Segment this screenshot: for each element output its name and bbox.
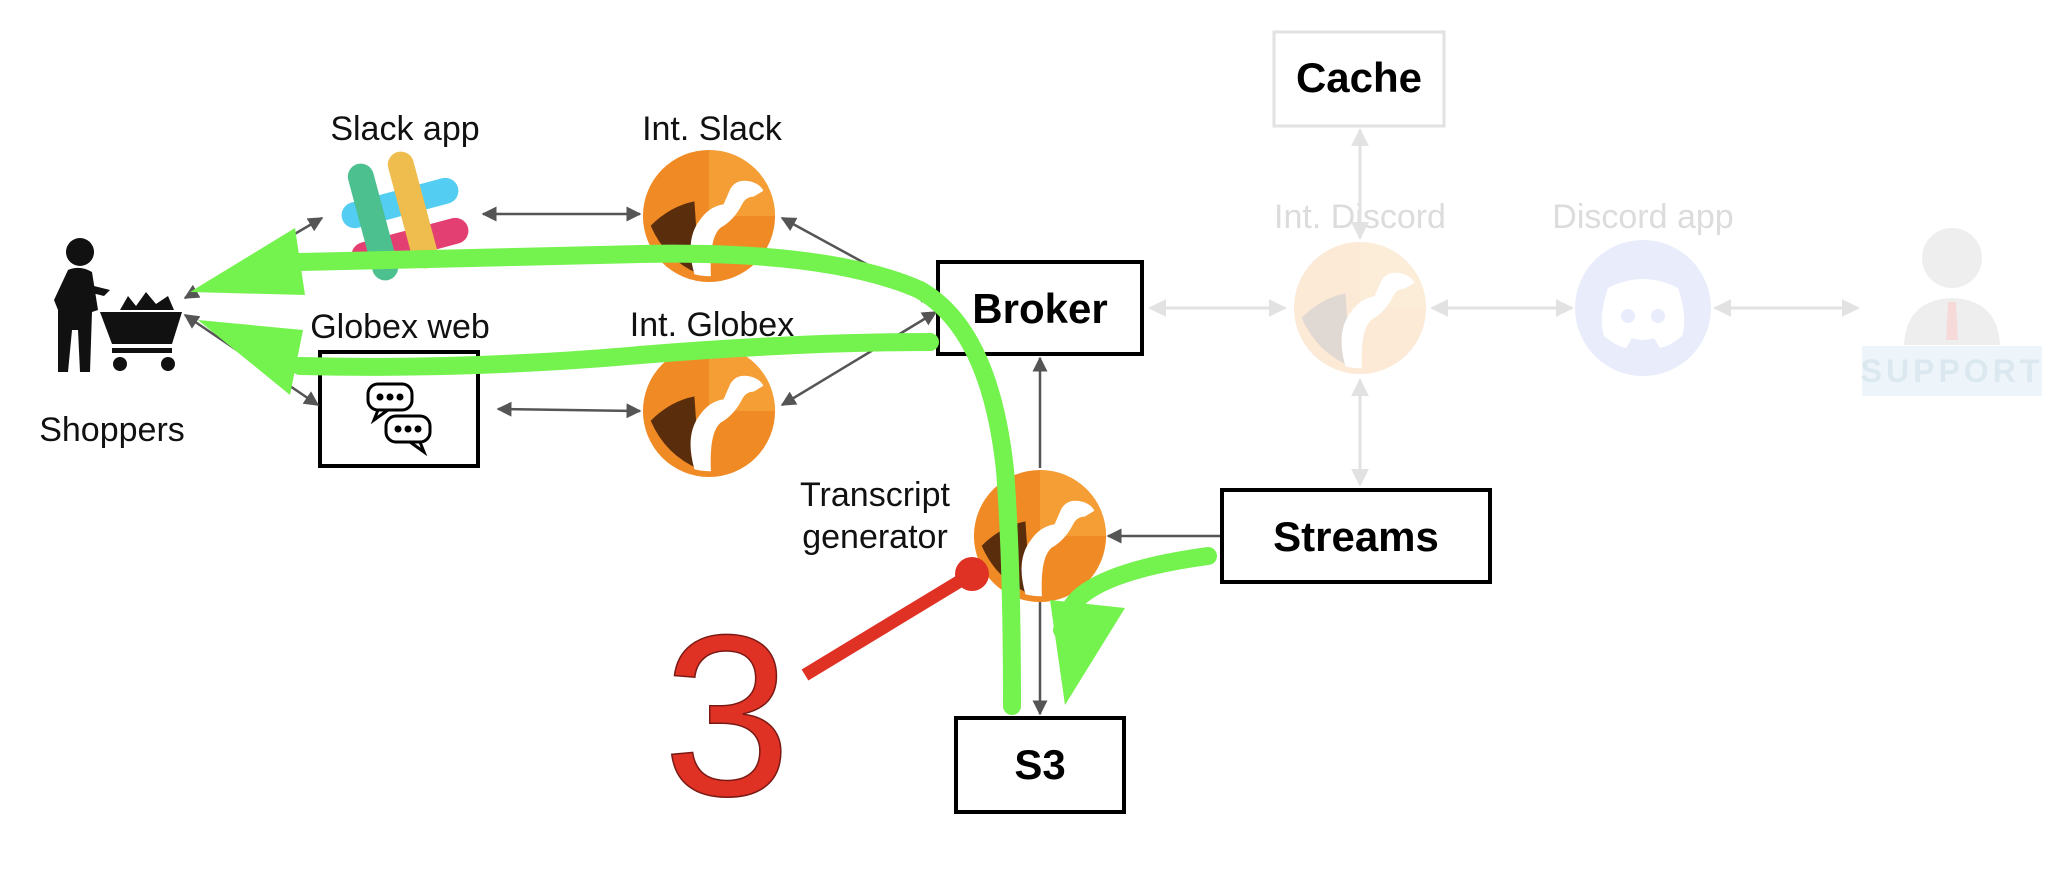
shopper-cart-icon — [54, 238, 182, 372]
step-marker: 3 — [662, 557, 989, 845]
discord-logo-icon — [1575, 240, 1711, 376]
flow-arrow-to-slack — [291, 244, 1021, 715]
discord-app-label: Discord app — [1552, 198, 1733, 236]
chat-bubbles-icon — [366, 382, 432, 457]
s3-box — [954, 716, 1126, 814]
broker-box — [936, 260, 1144, 356]
transcript-label-line1: Transcript — [800, 476, 950, 514]
broker-label: Broker — [972, 285, 1107, 332]
streams-box — [1220, 488, 1492, 584]
int-globex-camel-icon — [642, 344, 776, 478]
shoppers-label: Shoppers — [39, 411, 185, 449]
cache-box — [1272, 30, 1446, 128]
step-number: 3 — [663, 587, 791, 844]
slack-app-label: Slack app — [330, 110, 479, 148]
cache-label: Cache — [1296, 54, 1422, 101]
flow-arrow-to-globex — [291, 333, 939, 376]
int-slack-label: Int. Slack — [642, 110, 783, 148]
transcript-label-line2: generator — [802, 518, 948, 556]
faded-region: Cache Int. Discord Discord app SUPPORT — [1148, 30, 2044, 487]
flow-arrowheads — [190, 228, 1125, 705]
support-agent-icon: SUPPORT — [1861, 228, 2044, 396]
support-label: SUPPORT — [1861, 353, 2044, 389]
int-discord-camel-icon — [1293, 241, 1427, 375]
streams-label: Streams — [1273, 513, 1439, 560]
s3-label: S3 — [1014, 741, 1065, 788]
globex-web-label: Globex web — [310, 308, 490, 346]
